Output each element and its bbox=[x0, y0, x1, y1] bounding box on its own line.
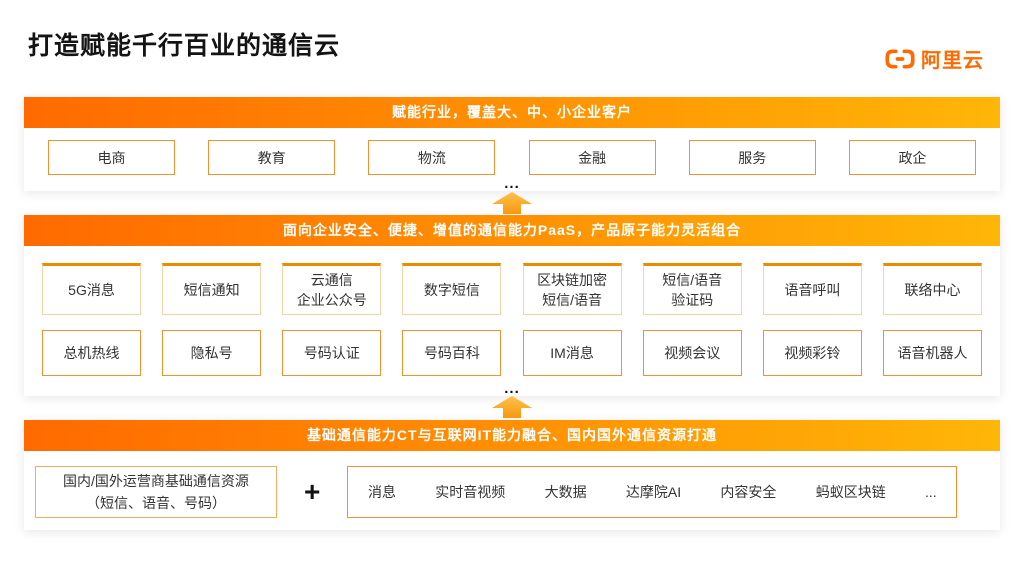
industries-card: 赋能行业，覆盖大、中、小企业客户 电商教育物流金融服务政企 bbox=[24, 97, 1000, 191]
paas-product-box: 视频彩铃 bbox=[762, 330, 862, 376]
cloud-brackets-icon bbox=[885, 49, 915, 68]
capability-item: 大数据 bbox=[544, 484, 587, 500]
industry-box: 政企 bbox=[848, 140, 976, 175]
page-title: 打造赋能千行百业的通信云 bbox=[28, 32, 341, 60]
alibaba-cloud-logo: 阿里云 bbox=[884, 44, 984, 73]
paas-header: 面向企业安全、便捷、增值的通信能力PaaS，产品原子能力灵活组合 bbox=[24, 215, 1000, 246]
infrastructure-header: 基础通信能力CT与互联网IT能力融合、国内国外通信资源打通 bbox=[24, 420, 1000, 451]
industry-box: 服务 bbox=[688, 140, 816, 175]
base-resource-line: 国内/国外运营商基础通信资源 bbox=[63, 473, 249, 489]
paas-product-box: 号码认证 bbox=[282, 330, 382, 376]
industries-header: 赋能行业，覆盖大、中、小企业客户 bbox=[24, 97, 1000, 128]
industry-box: 物流 bbox=[368, 140, 496, 175]
capability-item: 达摩院AI bbox=[625, 484, 682, 500]
up-arrow-icon bbox=[492, 192, 532, 214]
capability-item: ... bbox=[925, 484, 937, 500]
paas-product-box: 区块链加密短信/语音 bbox=[522, 263, 622, 315]
capabilities-box: 消息 实时音视频 大数据 达摩院AI 内容安全 蚂蚁区块链... bbox=[347, 466, 958, 518]
paas-product-box: 短信通知 bbox=[162, 263, 262, 315]
infrastructure-body: 国内/国外运营商基础通信资源 （短信、语音、号码） + 消息 实时音视频 大数据 达摩院… bbox=[24, 451, 1000, 518]
industry-box: 金融 bbox=[528, 140, 656, 175]
paas-box-row-1: 5G消息短信通知云通信企业公众号数字短信区块链加密短信/语音短信/语音验证码语音… bbox=[24, 263, 1000, 315]
paas-product-box: 视频会议 bbox=[642, 330, 742, 376]
ellipsis-dots: ... bbox=[504, 175, 520, 192]
paas-product-box: 短信/语音验证码 bbox=[642, 263, 742, 315]
paas-product-box: 语音呼叫 bbox=[762, 263, 862, 315]
paas-product-box: 联络中心 bbox=[882, 263, 982, 315]
paas-product-box: 语音机器人 bbox=[882, 330, 982, 376]
industries-box-row: 电商教育物流金融服务政企 bbox=[24, 128, 1000, 175]
infrastructure-card: 基础通信能力CT与互联网IT能力融合、国内国外通信资源打通 国内/国外运营商基础… bbox=[24, 420, 1000, 530]
paas-product-box: 号码百科 bbox=[402, 330, 502, 376]
paas-product-box: 云通信企业公众号 bbox=[282, 263, 382, 315]
logo-text: 阿里云 bbox=[921, 50, 984, 72]
up-arrow-icon bbox=[492, 396, 532, 418]
capability-item: 蚂蚁区块链 bbox=[815, 484, 886, 500]
capability-item: 消息 bbox=[368, 484, 396, 500]
plus-sign: + bbox=[304, 476, 321, 507]
paas-product-box: 隐私号 bbox=[162, 330, 262, 376]
capability-item: 实时音视频 bbox=[435, 484, 506, 500]
paas-card: 面向企业安全、便捷、增值的通信能力PaaS，产品原子能力灵活组合 5G消息短信通… bbox=[24, 215, 1000, 396]
paas-product-box: 总机热线 bbox=[42, 330, 141, 376]
paas-product-box: 5G消息 bbox=[42, 263, 141, 315]
base-resource-box: 国内/国外运营商基础通信资源 （短信、语音、号码） bbox=[35, 466, 277, 518]
paas-box-row-2: 总机热线隐私号号码认证号码百科 IM消息视频会议视频彩铃语音机器人 bbox=[24, 330, 1000, 376]
base-resource-line: （短信、语音、号码） bbox=[86, 495, 226, 511]
industry-box: 电商 bbox=[48, 140, 175, 175]
capability-item: 内容安全 bbox=[720, 484, 777, 500]
paas-product-box: 数字短信 bbox=[402, 263, 502, 315]
ellipsis-dots: ... bbox=[504, 380, 520, 397]
paas-product-box: IM消息 bbox=[522, 330, 622, 376]
industry-box: 教育 bbox=[208, 140, 336, 175]
